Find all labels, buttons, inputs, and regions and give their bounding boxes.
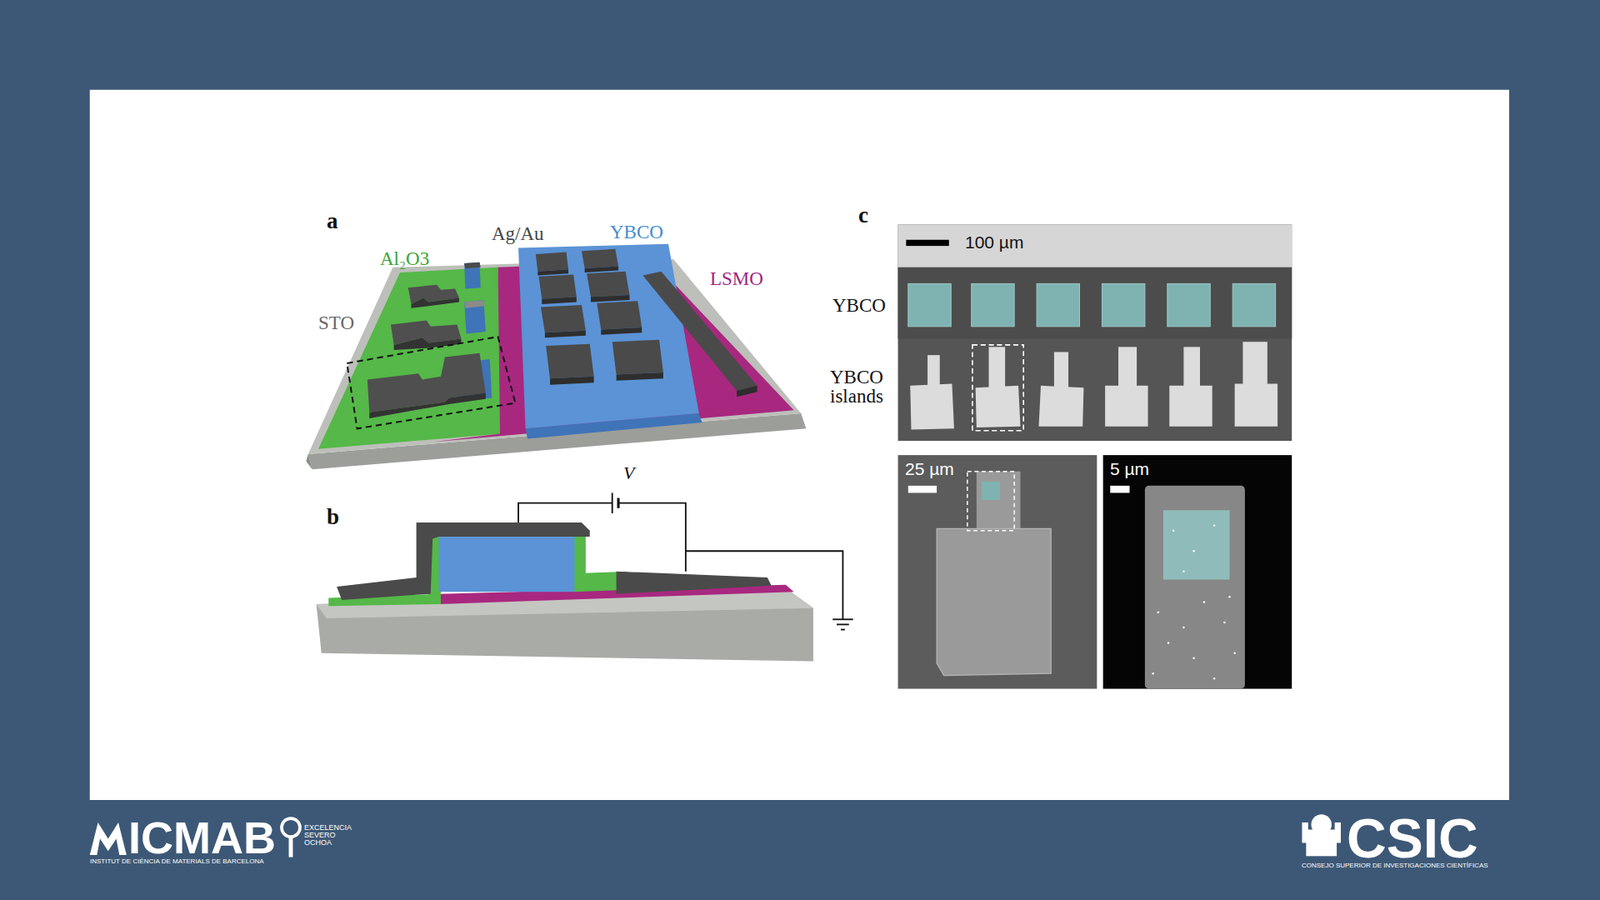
layer-label: Al₂O3	[380, 249, 430, 269]
panel-letter: a	[326, 210, 339, 233]
voltage-label: V	[623, 464, 635, 483]
logo-subtitle: INSTITUT DE CIÈNCIA DE MATERIALS DE BARC…	[90, 858, 265, 865]
layer-label: YBCO	[610, 222, 664, 242]
logo-motto: EXCELENCIA SEVERO OCHOA	[304, 824, 352, 847]
micrograph-island	[898, 455, 1098, 689]
micrograph-overview	[898, 224, 1293, 441]
panel-letter: c	[858, 204, 869, 227]
scale-label: 100 µm	[965, 233, 1024, 251]
micrograph-zoom	[1103, 455, 1293, 689]
scale-label: 5 µm	[1110, 460, 1150, 478]
sample-label: YBCO islands	[830, 367, 884, 406]
substrate-label: STO	[318, 313, 355, 333]
layer-label: Ag/Au	[491, 224, 545, 244]
logo-subtitle: CONSEJO SUPERIOR DE INVESTIGACIONES CIEN…	[1301, 862, 1489, 870]
device-3d	[305, 244, 806, 470]
sample-label: YBCO	[832, 295, 886, 315]
logo-text: CSIC	[1346, 810, 1479, 866]
layer-label: LSMO	[710, 269, 764, 289]
scale-label: 25 µm	[905, 460, 955, 478]
csic-emblem	[1301, 814, 1341, 856]
cross-section	[316, 492, 854, 661]
panel-letter: b	[326, 505, 340, 529]
figure-panel	[90, 90, 1510, 800]
logo-text: ICMAB	[128, 815, 276, 860]
